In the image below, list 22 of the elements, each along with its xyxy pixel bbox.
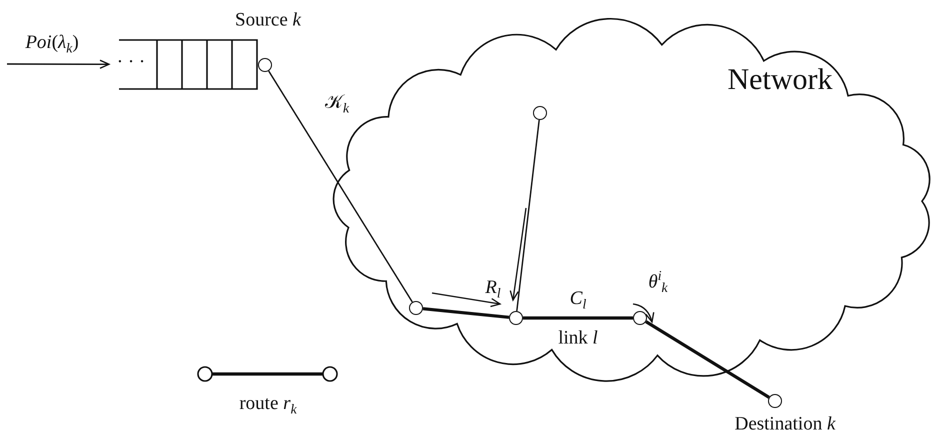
node-circle	[409, 301, 423, 315]
network-label: Network	[728, 65, 832, 95]
edge-label: Poi(λ$_{k}$)	[25, 32, 79, 56]
node-circle	[768, 394, 782, 408]
ellipsis: · · ·	[116, 52, 146, 72]
legend-label: route r$_{k}$	[239, 394, 297, 416]
node-caption: Source k	[235, 10, 301, 30]
math-label: R$_{l}$	[485, 278, 501, 300]
edge-label: 𝒦$_{k}$	[324, 92, 350, 116]
link-line	[422, 307, 510, 319]
node-caption: Destination k	[734, 414, 836, 434]
node-circle	[509, 311, 523, 325]
arrow	[7, 60, 110, 69]
link-line	[516, 120, 540, 312]
node-circle	[258, 58, 272, 72]
node-circle	[533, 106, 547, 120]
math-label: link l	[558, 328, 598, 348]
link-line	[523, 316, 633, 320]
edge-label: C$_{l}$	[570, 288, 586, 312]
link-line	[268, 70, 413, 302]
link-line	[645, 320, 770, 399]
node-circle	[633, 311, 647, 325]
